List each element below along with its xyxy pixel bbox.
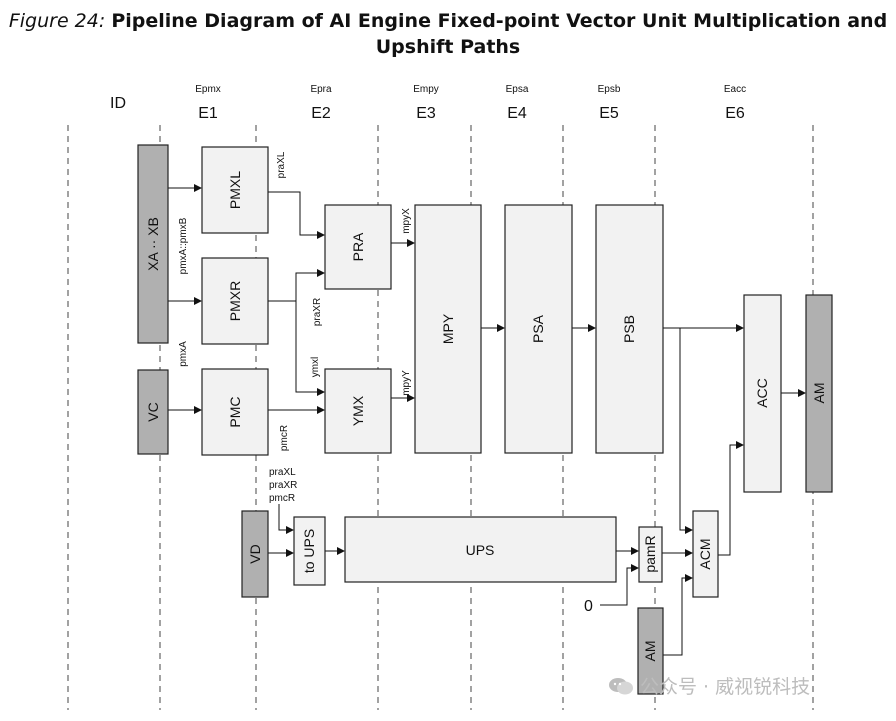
figure-title-line1: Figure 24: Pipeline Diagram of AI Engine…	[0, 8, 896, 34]
block-pra: PRA	[324, 204, 392, 290]
block-pmc-label: PMC	[227, 396, 243, 427]
watermark-text: 公众号 · 威视锐科技	[640, 676, 811, 698]
signal-mpyy: mpyY	[401, 370, 412, 396]
signal-pmxa-pmxb: pmxA::pmxB	[178, 217, 189, 274]
block-pmxr-label: PMXR	[227, 281, 243, 321]
stage-e6-sub: Eacc	[724, 84, 746, 95]
block-psa-label: PSA	[530, 314, 546, 343]
block-ymx: YMX	[324, 368, 392, 454]
block-pamr: pamR	[638, 526, 663, 583]
signal-pmxa: pmxA	[178, 341, 189, 367]
stage-e5-label: E5	[599, 105, 619, 122]
block-ups: UPS	[344, 516, 617, 583]
block-acm-label: ACM	[697, 538, 713, 569]
signal-mpyx: mpyX	[401, 208, 412, 234]
stage-e5-sub: Epsb	[598, 84, 621, 95]
block-pmxl-label: PMXL	[227, 171, 243, 209]
stage-e3-label: E3	[416, 105, 436, 122]
stage-e4-sub: Epsa	[506, 84, 529, 95]
block-mpy: MPY	[414, 204, 482, 454]
signal-labels: pmxA::pmxB pmxA praXL praXR ymxl pmcR mp…	[178, 151, 593, 615]
signal-praxl: praXL	[276, 151, 287, 178]
block-acm: ACM	[692, 510, 719, 598]
block-vd: VD	[241, 510, 269, 598]
signal-pmcr: pmcR	[279, 425, 290, 451]
wires	[168, 184, 806, 656]
stage-e1-label: E1	[198, 105, 218, 122]
blocks: XA ·· XB VC PMXL PMXR PMC PRA YMX MPY	[137, 144, 833, 695]
stage-headers: ID Epmx E1 Epra E2 Empy E3 Epsa E4 Epsb …	[110, 84, 746, 122]
block-xa-xb-label: XA ·· XB	[145, 217, 161, 271]
block-am-bottom: AM	[637, 607, 664, 695]
wire-psb-to-acm	[679, 328, 693, 534]
block-ymx-label: YMX	[350, 395, 366, 426]
wire-pmxr-to-ymx	[295, 301, 325, 396]
block-psb-label: PSB	[621, 315, 637, 343]
figure-title-text: Pipeline Diagram of AI Engine Fixed-poin…	[111, 10, 888, 32]
block-pmc: PMC	[201, 368, 269, 456]
block-vd-label: VD	[247, 544, 263, 563]
stage-e3-sub: Empy	[413, 84, 439, 95]
wire-am-to-acm	[663, 574, 693, 656]
wire-zero-to-pamr	[600, 564, 639, 606]
block-am-right: AM	[805, 294, 833, 493]
block-acc: ACC	[743, 294, 782, 493]
stage-e2-label: E2	[311, 105, 331, 122]
block-xa-xb: XA ·· XB	[137, 144, 169, 344]
block-am-right-label: AM	[811, 383, 827, 404]
figure-number: Figure 24:	[8, 10, 106, 32]
wire-pmxr-to-pra	[268, 269, 325, 302]
stage-e6-label: E6	[725, 105, 745, 122]
signal-ups-in-praxl: praXL	[269, 467, 296, 478]
block-to-ups: to UPS	[293, 516, 326, 586]
wire-sources-to-toups	[278, 504, 294, 534]
signal-ymxl: ymxl	[310, 357, 321, 378]
block-ups-label: UPS	[466, 542, 495, 558]
block-psb: PSB	[595, 204, 664, 454]
block-vc: VC	[137, 369, 169, 455]
stage-e1-sub: Epmx	[195, 84, 221, 95]
block-vc-label: VC	[145, 402, 161, 421]
block-pmxl: PMXL	[201, 146, 269, 234]
stage-e2-sub: Epra	[310, 84, 332, 95]
wire-acm-to-acc	[718, 441, 744, 556]
figure-title-line2: Upshift Paths	[375, 36, 521, 58]
wechat-icon	[609, 678, 633, 695]
signal-ups-in-praxr: praXR	[269, 480, 297, 491]
signal-praxr: praXR	[312, 298, 323, 326]
block-pamr-label: pamR	[642, 535, 658, 572]
wire-pmxl-to-pra	[268, 191, 325, 239]
block-mpy-label: MPY	[440, 313, 456, 344]
block-to-ups-label: to UPS	[301, 529, 317, 573]
block-acc-label: ACC	[754, 378, 770, 408]
block-pmxr: PMXR	[201, 257, 269, 345]
block-psa: PSA	[504, 204, 573, 454]
stage-e4-label: E4	[507, 105, 527, 122]
signal-zero: 0	[584, 598, 593, 615]
signal-ups-in-pmcr: pmcR	[269, 493, 295, 504]
watermark: 公众号 · 威视锐科技	[608, 672, 810, 699]
block-pra-label: PRA	[350, 232, 366, 261]
stage-id-label: ID	[110, 95, 126, 112]
block-am-bottom-label: AM	[642, 641, 658, 662]
figure-title: Figure 24: Pipeline Diagram of AI Engine…	[0, 8, 896, 60]
